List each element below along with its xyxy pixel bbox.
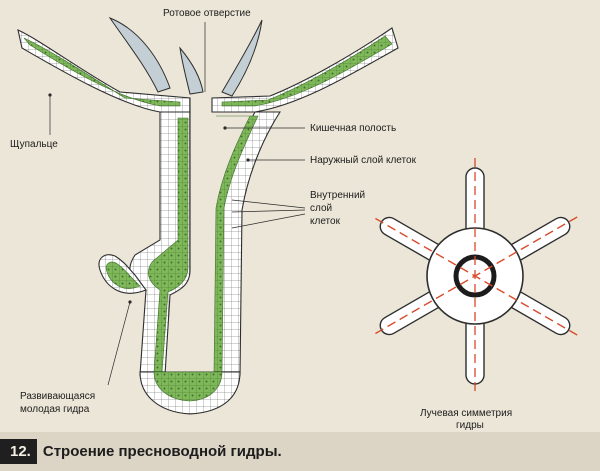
figure-title: Строение пресноводной гидры. — [42, 443, 282, 460]
label-mouth: Ротовое отверстие — [163, 8, 251, 19]
label-inner-layer-1: Внутренний — [310, 190, 365, 201]
leader-dot — [48, 93, 52, 97]
label-tentacle: Щупальце — [10, 139, 58, 150]
leader-bud — [107, 301, 131, 386]
leader-inner-b — [231, 209, 306, 213]
label-inner-layer-2: слой — [310, 203, 332, 214]
tentacle-tip — [221, 19, 263, 97]
label-inner-layer-3: клеток — [310, 216, 341, 227]
bud-inner — [105, 261, 141, 289]
leader-inner-a — [231, 199, 306, 209]
endoderm-right-tentacle — [221, 35, 393, 107]
leader-dot — [223, 126, 227, 130]
upper-tentacles — [108, 16, 263, 97]
basal-disk-inner — [153, 371, 223, 402]
label-symmetry-2: гидры — [456, 420, 484, 431]
label-gut-cavity: Кишечная полость — [310, 123, 396, 134]
figure-number: 12. — [0, 439, 37, 464]
tentacle-tip — [179, 46, 204, 95]
radial-symmetry-diagram — [372, 158, 578, 394]
label-outer-layer: Наружный слой клеток — [310, 155, 417, 166]
leader-dot — [246, 158, 250, 162]
label-symmetry-1: Лучевая симметрия — [420, 408, 512, 419]
leader-inner-c — [231, 213, 306, 229]
symmetry-axis — [372, 216, 578, 336]
figure-caption: 12. Строение пресноводной гидры. — [0, 432, 600, 471]
label-bud-2: молодая гидра — [20, 404, 90, 415]
endoderm-left-tentacle — [23, 37, 181, 107]
symmetry-axes — [372, 158, 578, 394]
hydra-body — [17, 27, 399, 415]
leader-dot — [128, 300, 132, 304]
label-bud-1: Развивающаяся — [20, 391, 95, 402]
tentacle-tip — [108, 16, 171, 93]
ectoderm-left-tentacle — [17, 29, 191, 113]
labels: Ротовое отверстие Щупальце Кишечная поло… — [10, 8, 512, 431]
hydra-diagram: Ротовое отверстие Щупальце Кишечная поло… — [10, 8, 578, 431]
leader-lines — [48, 22, 306, 386]
